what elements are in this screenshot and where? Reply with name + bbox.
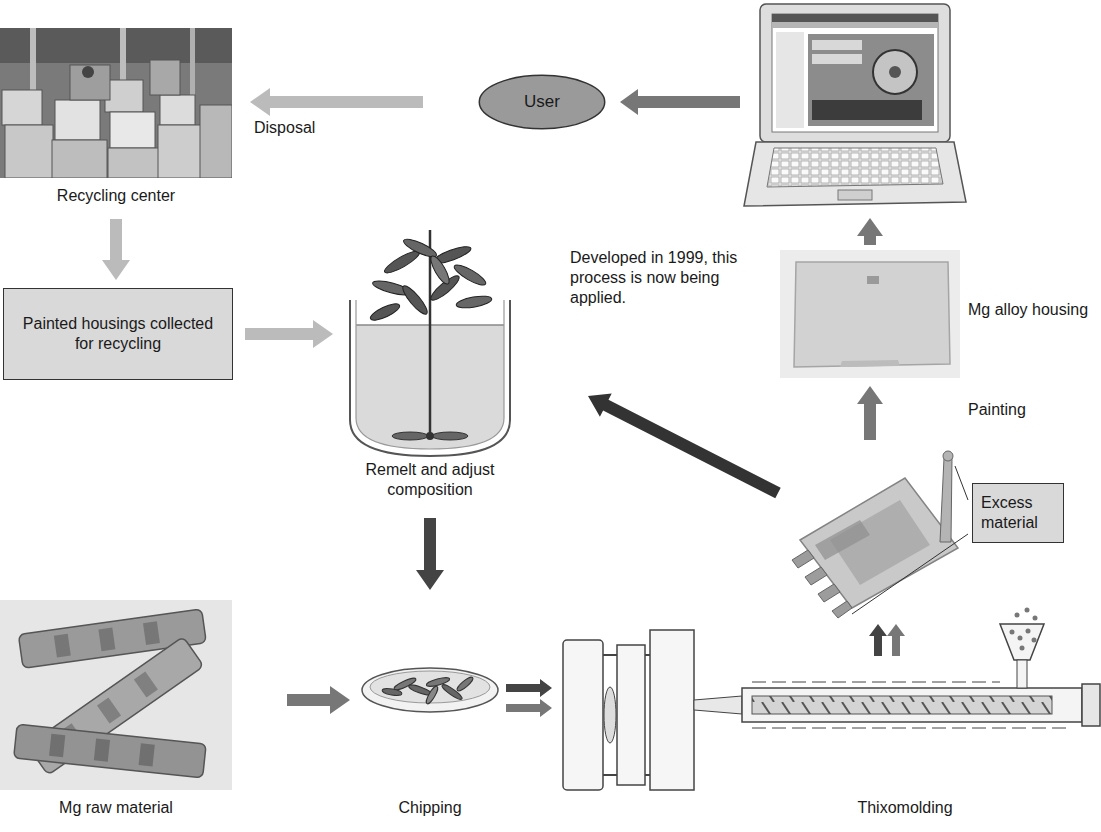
process-node: Chipping: [360, 640, 500, 825]
remelt-pot: [350, 230, 510, 456]
ellipse-shape: [479, 75, 604, 128]
chipping-dish: [362, 668, 498, 712]
caption-text: Remelt and adjust composition: [345, 460, 515, 500]
caption-text: Chipping: [360, 798, 500, 818]
note-text: Developed in 1999, this process is now b…: [570, 248, 745, 308]
caption-text: Mg alloy housing: [968, 300, 1098, 320]
flow-arrow: [506, 699, 552, 717]
flow-arrow: [506, 679, 552, 697]
flow-arrow: [416, 518, 444, 590]
flow-arrow: [102, 219, 130, 280]
flow-arrow: [287, 686, 350, 714]
molded-part: [792, 451, 968, 618]
caption-text: Thixomolding: [845, 798, 965, 818]
node-text: Excess material: [981, 493, 1055, 533]
process-box: Painted housings collected for recycling: [3, 288, 233, 380]
laptop-illustration: [744, 4, 966, 206]
thixomolding-machine: [563, 608, 1100, 791]
remelt-node: Remelt and adjust composition: [345, 228, 515, 510]
recycling-photo: [0, 28, 232, 178]
caption-text: Recycling center: [0, 186, 232, 206]
photo-node: Recycling center: [0, 28, 232, 213]
node-text: User: [524, 91, 560, 112]
step-label: Painting: [968, 400, 1058, 420]
machine-node: Thixomolding: [558, 612, 1101, 827]
photo-node: Mg alloy housing: [780, 248, 1101, 380]
edge-label: Disposal: [254, 118, 315, 138]
caption-text: Mg raw material: [0, 798, 232, 818]
flow-arrow: [250, 88, 423, 116]
node-text: Painted housings collected for recycling: [12, 314, 224, 354]
user-ellipse: User: [478, 73, 606, 131]
photo-node: Mg raw material: [0, 600, 232, 828]
callout-box: Excess material: [972, 483, 1064, 543]
housing-photo: [780, 250, 960, 378]
flow-arrow: [245, 320, 333, 348]
flow-arrow: [588, 89, 905, 656]
ingot-photo: [0, 600, 232, 790]
